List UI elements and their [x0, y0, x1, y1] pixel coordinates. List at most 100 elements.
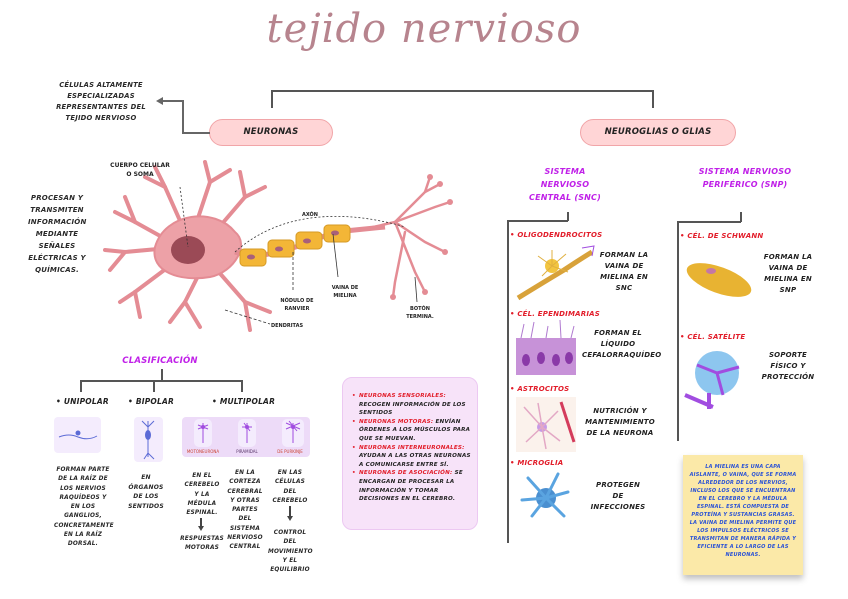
label-myelin: VAINA DE MIELINA: [331, 285, 359, 299]
subtype-motoneurona-label: MOTONEURONA: [186, 449, 220, 454]
definition-connector-h: [182, 132, 210, 134]
schwann-cell-icon: [686, 263, 752, 297]
classification-drop-3: [241, 380, 243, 392]
functional-type-name: NEURONAS MOTORAS:: [359, 418, 434, 425]
connector-left-drop: [271, 90, 273, 108]
oligodendrocyte-icon: [516, 245, 595, 301]
glia-ependimarias: • CÉL. EPENDIMARIAS: [510, 310, 600, 318]
glia-microglia-desc: PROTEGEN DE INFECCIONES: [590, 481, 646, 511]
bipolar-image: [134, 417, 163, 462]
purkinje-result: CONTROL DEL MOVIMIENTO Y EL EQUILIBRIO: [268, 530, 313, 574]
glia-schwann: • CÉL. DE SCHWANN: [680, 232, 764, 240]
label-terminal: BOTÓN TERMINA.: [406, 306, 434, 320]
type-multipolar: • MULTIPOLAR: [212, 397, 276, 406]
ependymal-cells-icon: [516, 320, 576, 375]
unipolar-neuron-icon: [58, 430, 98, 440]
glia-satelite-desc: SOPORTE FÍSICO Y PROTECCIÓN: [761, 351, 815, 381]
classification-drop-1: [80, 380, 82, 392]
functional-type-text: RECOGEN INFORMACIÓN DE LOS SENTIDOS: [359, 401, 466, 417]
neuron-function-text: PROCESAN Y TRANSMITEN INFORMACIÓN MEDIAN…: [28, 194, 87, 274]
connector-top: [271, 90, 653, 92]
bipolar-neuron-icon: [141, 420, 155, 460]
glia-name: OLIGODENDROCITOS: [517, 231, 603, 239]
type-unipolar: • UNIPOLAR: [56, 397, 109, 406]
multipolar-neurons-icon: [194, 419, 304, 447]
bipolar-desc: EN ÓRGANOS DE LOS SENTIDOS: [128, 474, 164, 510]
functional-type-text: AYUDAN A LAS OTRAS NEURONAS A COMUNICARS…: [359, 453, 471, 468]
purkinje-desc: EN LAS CÉLULAS DEL CEREBELO: [272, 470, 308, 504]
glia-name: MICROGLIA: [517, 459, 564, 467]
functional-type-item: NEURONAS INTERNEURONALES: AYUDAN A LAS O…: [352, 444, 471, 470]
unipolar-image: [54, 417, 101, 453]
arrow-down-icon: [200, 518, 202, 528]
myelin-note: LA MIELINA ES UNA CAPA AISLANTE, O VAINA…: [683, 455, 803, 575]
classification-stem: [161, 369, 163, 381]
snc-bar: [507, 220, 568, 222]
glia-schwann-desc: FORMAN LA VAINA DE MIELINA EN SNP: [763, 253, 813, 294]
type-bipolar-label: BIPOLAR: [135, 397, 174, 406]
neuroglias-node: NEUROGLIAS O GLIAS: [580, 119, 736, 146]
type-bipolar: • BIPOLAR: [128, 397, 174, 406]
piramidal-desc: EN LA CORTEZA CEREBRAL Y OTRAS PARTES DE…: [227, 470, 263, 551]
functional-type-item: NEURONAS SENSORIALES: RECOGEN INFORMACIÓ…: [352, 392, 471, 418]
type-multipolar-label: MULTIPOLAR: [219, 397, 276, 406]
functional-type-item: NEURONAS DE ASOCIACIÓN: SE ENCARGAN DE P…: [352, 469, 471, 503]
myelin-note-text: LA MIELINA ES UNA CAPA AISLANTE, O VAINA…: [689, 464, 797, 558]
subtype-purkinje-label: DE PURKINJE: [277, 449, 303, 454]
arrow-down-head-icon-2: [286, 516, 293, 521]
functional-type-item: NEURONAS MOTORAS: ENVÍAN ÓRDENES A LOS M…: [352, 418, 471, 444]
arrow-down-icon-2: [289, 506, 291, 518]
glia-oligodendrocitos: • OLIGODENDROCITOS: [510, 231, 603, 239]
functional-type-text: SE ENCARGAN DE PROCESAR LA INFORMACIÓN Y…: [359, 470, 463, 503]
arrow-down-head-icon: [197, 526, 204, 531]
satellite-cell-icon: [684, 351, 740, 409]
glia-ependimarias-desc: FORMAN EL LÍQUIDO CEFALORRAQUÍDEO: [582, 329, 662, 359]
functional-types-box: NEURONAS SENSORIALES: RECOGEN INFORMACIÓ…: [342, 377, 478, 530]
motoneurona-desc: EN EL CEREBELO Y LA MÉDULA ESPINAL.: [184, 473, 220, 517]
definition-connector-v: [182, 100, 184, 133]
definition-connector-top: [162, 100, 183, 102]
type-unipolar-label: UNIPOLAR: [63, 397, 109, 406]
functional-type-name: NEURONAS SENSORIALES:: [359, 393, 446, 399]
functional-type-name: NEURONAS DE ASOCIACIÓN:: [359, 470, 453, 477]
glia-satelite: • CÉL. SATÉLITE: [680, 333, 746, 341]
neuronas-node: NEURONAS: [209, 119, 333, 146]
page-title: tejido nervioso: [266, 6, 582, 52]
glia-name: CÉL. EPENDIMARIAS: [517, 310, 600, 318]
glia-name: CÉL. SATÉLITE: [687, 333, 746, 341]
snp-spine: [677, 221, 679, 441]
label-ranvier: NÓDULO DE RANVIER: [280, 298, 314, 312]
connector-right-drop: [652, 90, 654, 108]
nucleus-icon: [171, 236, 205, 264]
neuron-diagram: [103, 160, 453, 332]
glia-oligodendrocitos-desc: FORMAN LA VAINA DE MIELINA EN SNC: [599, 251, 649, 292]
classification-drop-2: [153, 380, 155, 392]
label-dendrites: DENDRITAS: [270, 323, 304, 329]
unipolar-desc: FORMAN PARTE DE LA RAÍZ DE LOS NERVIOS R…: [54, 467, 114, 548]
microglia-icon: [520, 472, 570, 518]
snc-spine: [507, 220, 509, 543]
classification-title: CLASIFICACIÓN: [122, 356, 198, 366]
snc-title: SISTEMA NERVIOSO CENTRAL (SNC): [529, 167, 601, 202]
snp-stem: [740, 212, 742, 222]
astrocyte-icon: [516, 397, 576, 452]
functional-type-name: NEURONAS INTERNEURONALES:: [359, 444, 465, 451]
label-axon: AXÓN: [302, 212, 318, 218]
snc-stem: [567, 212, 569, 221]
arrow-left-icon: [156, 97, 163, 105]
subtype-piramidal-label: PIRAMIDAL: [236, 449, 258, 454]
glia-name: CÉL. DE SCHWANN: [687, 232, 764, 240]
functional-types-list: NEURONAS SENSORIALES: RECOGEN INFORMACIÓ…: [343, 378, 477, 504]
classification-bar: [80, 380, 242, 382]
label-soma: CUERPO CELULAR O SOMA: [110, 162, 170, 178]
snp-bar: [677, 221, 741, 223]
multipolar-image: MOTONEURONA PIRAMIDAL DE PURKINJE: [182, 417, 310, 457]
glia-astrocitos: • ASTROCITOS: [510, 385, 570, 393]
glia-microglia: • MICROGLIA: [510, 459, 564, 467]
glia-name: ASTROCITOS: [517, 385, 570, 393]
functional-type-text: ENVÍAN ÓRDENES A LOS MÚSCULOS PARA QUE S…: [359, 418, 471, 442]
motoneurona-result: RESPUESTAS MOTORAS: [180, 536, 224, 552]
snp-title: SISTEMA NERVIOSO PERIFÉRICO (SNP): [698, 167, 792, 189]
neuronas-definition: CÉLULAS ALTAMENTE ESPECIALIZADAS REPRESE…: [56, 81, 146, 122]
glia-astrocitos-desc: NUTRICIÓN Y MANTENIMIENTO DE LA NEURONA: [585, 407, 655, 437]
